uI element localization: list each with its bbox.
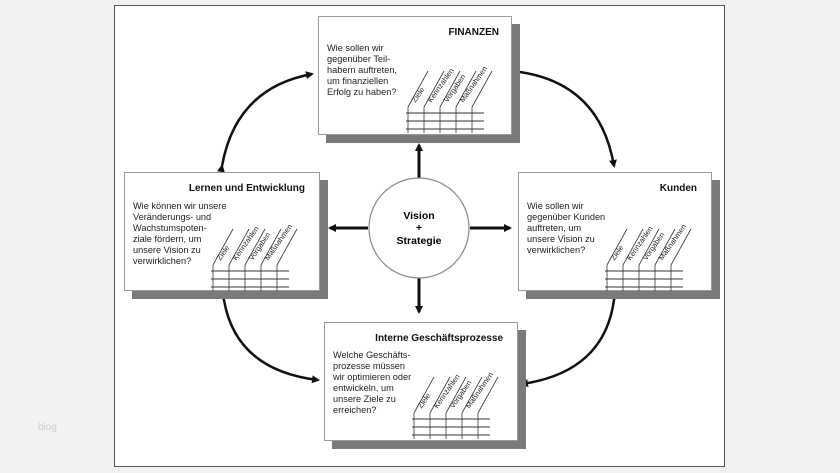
header-divider — [455, 70, 477, 108]
title-finanzen: FINANZEN — [448, 27, 499, 38]
curve-finanzen-kunden — [513, 67, 617, 168]
vision-circle — [368, 177, 470, 279]
header-divider — [260, 228, 282, 266]
curve-lernen-prozesse — [219, 293, 320, 384]
header-divider — [638, 228, 660, 266]
box-finanzen: FINANZEN Wie sollen wir gegenüber Teil- … — [318, 16, 512, 135]
scorecard-grid — [211, 228, 298, 291]
header-divider — [228, 228, 250, 266]
header-divider — [622, 228, 644, 266]
vision-line2: + — [416, 222, 422, 234]
title-lernen: Lernen und Entwicklung — [188, 183, 305, 194]
scorecard-grid — [412, 376, 499, 439]
curve-lernen-finanzen — [217, 71, 314, 173]
question-lernen: Wie können wir unsere Veränderungs- und … — [133, 201, 227, 266]
curve-kunden-prozesse — [520, 293, 619, 388]
question-finanzen: Wie sollen wir gegenüber Teil- habern au… — [327, 43, 397, 97]
watermark: blog — [38, 422, 57, 433]
header-divider — [445, 376, 467, 414]
header-divider — [212, 228, 234, 266]
header-divider — [461, 376, 483, 414]
vision-line3: Strategie — [397, 235, 442, 247]
box-lernen: Lernen und Entwicklung Wie können wir un… — [124, 172, 320, 291]
header-divider — [670, 228, 692, 266]
question-prozesse: Welche Geschäfts- prozesse müssen wir op… — [333, 350, 412, 415]
header-divider — [423, 70, 445, 108]
title-prozesse: Interne Geschäftsprozesse — [375, 333, 503, 344]
box-kunden: Kunden Wie sollen wir gegenüber Kunden a… — [518, 172, 712, 291]
scorecard-grid — [605, 228, 692, 291]
header-divider — [439, 70, 461, 108]
header-divider — [606, 228, 628, 266]
title-kunden: Kunden — [659, 183, 697, 194]
header-divider — [413, 376, 435, 414]
question-kunden: Wie sollen wir gegenüber Kunden auftrete… — [527, 201, 606, 255]
header-divider — [244, 228, 266, 266]
scorecard-grid — [406, 70, 493, 133]
header-divider — [429, 376, 451, 414]
header-divider — [477, 376, 499, 414]
header-divider — [471, 70, 493, 108]
header-divider — [276, 228, 298, 266]
box-prozesse: Interne Geschäftsprozesse Welche Geschäf… — [324, 322, 518, 441]
header-divider — [407, 70, 429, 108]
vision-line1: Vision — [403, 210, 434, 222]
header-divider — [654, 228, 676, 266]
